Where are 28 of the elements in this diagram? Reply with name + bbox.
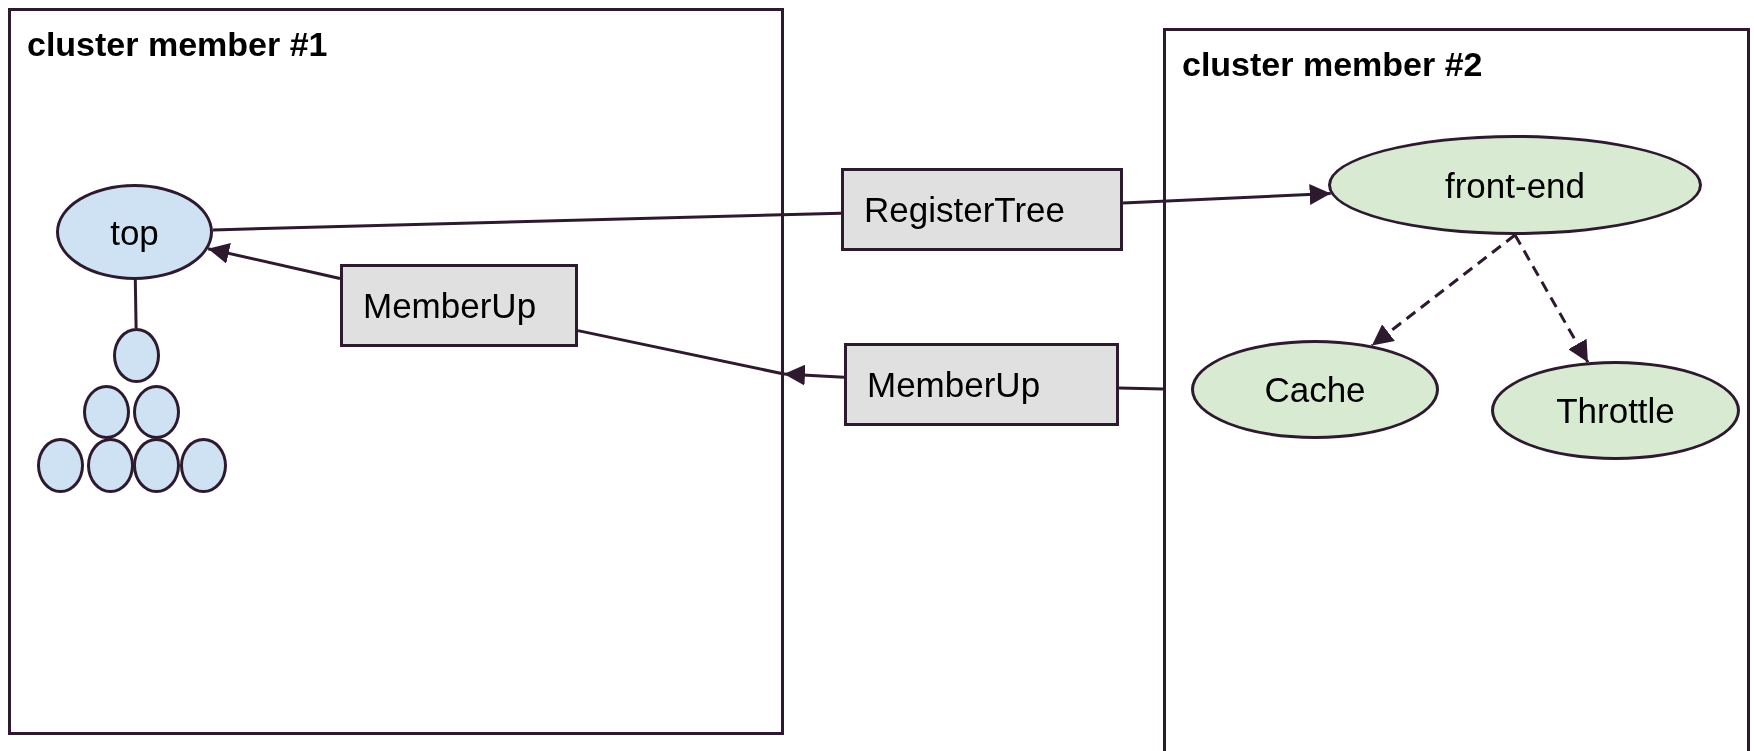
cluster-title: cluster member #1: [27, 27, 328, 61]
arrow: [1513, 234, 1590, 363]
node-label: Cache: [1264, 372, 1366, 407]
node-label: MemberUp: [867, 367, 1041, 402]
arrow: [783, 364, 845, 386]
circle-node: [87, 438, 134, 493]
message-box: [340, 264, 578, 347]
circle-node: [37, 438, 84, 493]
circle-node: [180, 438, 227, 493]
node-label: RegisterTree: [864, 192, 1065, 227]
node-label: MemberUp: [363, 288, 537, 323]
node-label: top: [110, 214, 159, 250]
arrow: [1371, 233, 1516, 347]
circle-node: [113, 328, 160, 383]
connector-line: [133, 279, 138, 329]
cluster-frame: [8, 8, 784, 735]
connector-line: [1118, 386, 1164, 391]
circle-node: [133, 438, 180, 493]
cluster-title: cluster member #2: [1182, 47, 1483, 81]
message-box: [841, 168, 1123, 251]
circle-node: [133, 385, 180, 439]
node-label: front-end: [1444, 167, 1586, 203]
arrow: [1122, 183, 1331, 205]
cluster-frame: [1163, 28, 1750, 751]
circle-node: [83, 385, 130, 439]
node-label: Throttle: [1556, 393, 1675, 428]
connector-line: [212, 211, 842, 232]
message-box: [844, 343, 1119, 426]
